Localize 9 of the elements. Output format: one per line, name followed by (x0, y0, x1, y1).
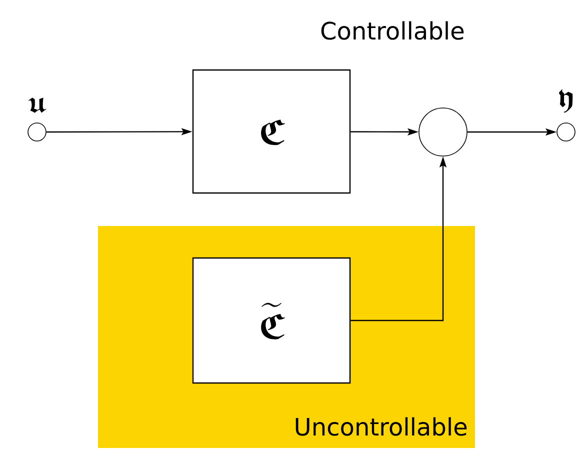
summing-junction (418, 108, 468, 156)
port-circle (28, 122, 46, 142)
signal-label: $\mathfrak{u}$ (28, 98, 46, 113)
block-box: $\widetilde{\mathfrak{C}}$ (192, 257, 351, 384)
block-box: $\mathfrak{C}$ (192, 69, 351, 194)
block-label: Controllable (321, 21, 464, 40)
region-label: Uncontrollable (296, 417, 467, 436)
signal-label: $\mathfrak{y}$ (558, 89, 573, 113)
port-circle (556, 122, 576, 142)
